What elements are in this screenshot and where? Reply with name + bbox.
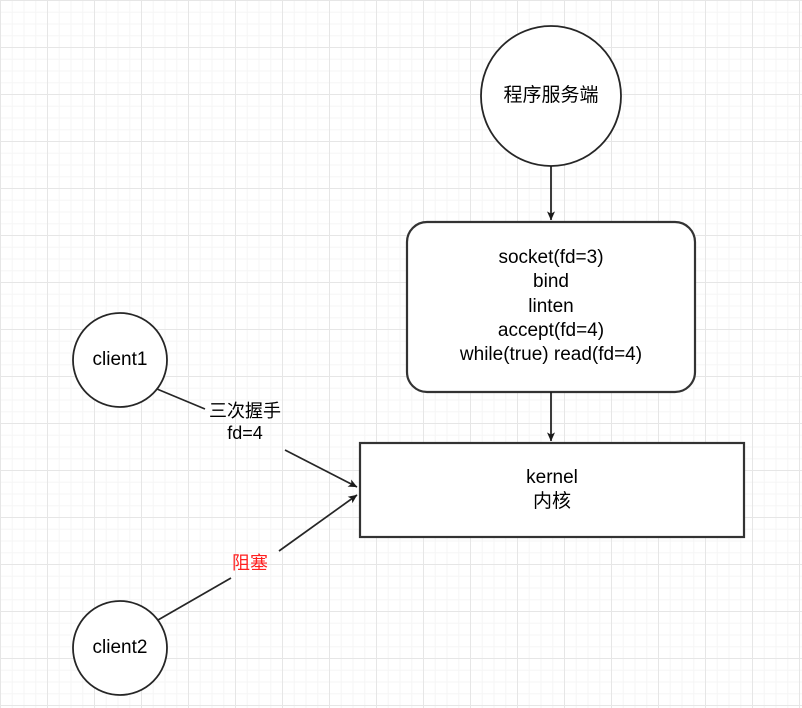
edge-client1-to-kernel-seg1: [156, 388, 206, 410]
edge-client2-to-kernel-seg1: [157, 577, 232, 621]
kernel-box-shape: [358, 441, 746, 539]
client1-circle-shape: [72, 312, 168, 408]
server-circle-shape: [480, 25, 622, 167]
code-box-shape: [405, 220, 697, 394]
client2-circle-shape: [72, 600, 168, 696]
edge-client2-to-kernel-seg2: [278, 494, 358, 552]
edge-client1-to-kernel-seg2: [284, 449, 358, 488]
